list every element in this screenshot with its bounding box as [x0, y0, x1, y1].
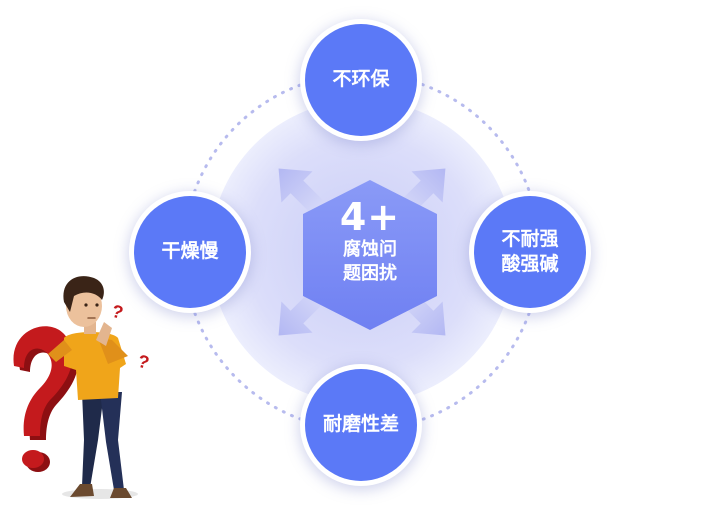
node-left-label: 干燥慢	[161, 240, 219, 263]
arrow-up-left	[278, 168, 325, 215]
center-hexagon	[303, 180, 437, 330]
node-right-label-1: 不耐强	[501, 227, 559, 250]
node-poor-wear-resistance: 耐磨性差	[305, 369, 417, 481]
center-number: 4+	[339, 195, 401, 239]
node-bottom-label: 耐磨性差	[322, 413, 399, 436]
node-right-label-2: 酸强碱	[501, 253, 559, 275]
center-line-2: 题困扰	[343, 263, 397, 284]
node-top-label: 不环保	[332, 68, 390, 91]
small-question-mark-2: ?	[136, 351, 152, 373]
node-slow-drying: 干燥慢	[134, 196, 246, 308]
small-question-mark-1: ?	[110, 301, 126, 323]
node-not-eco-friendly: 不环保	[305, 24, 417, 136]
node-acid-alkali-resistance: 不耐强 酸强碱	[474, 196, 586, 308]
center-line-1: 腐蚀问	[343, 239, 397, 260]
thinking-man-illustration	[48, 276, 138, 499]
center-label: 4+ 腐蚀问 题困扰	[300, 196, 440, 286]
